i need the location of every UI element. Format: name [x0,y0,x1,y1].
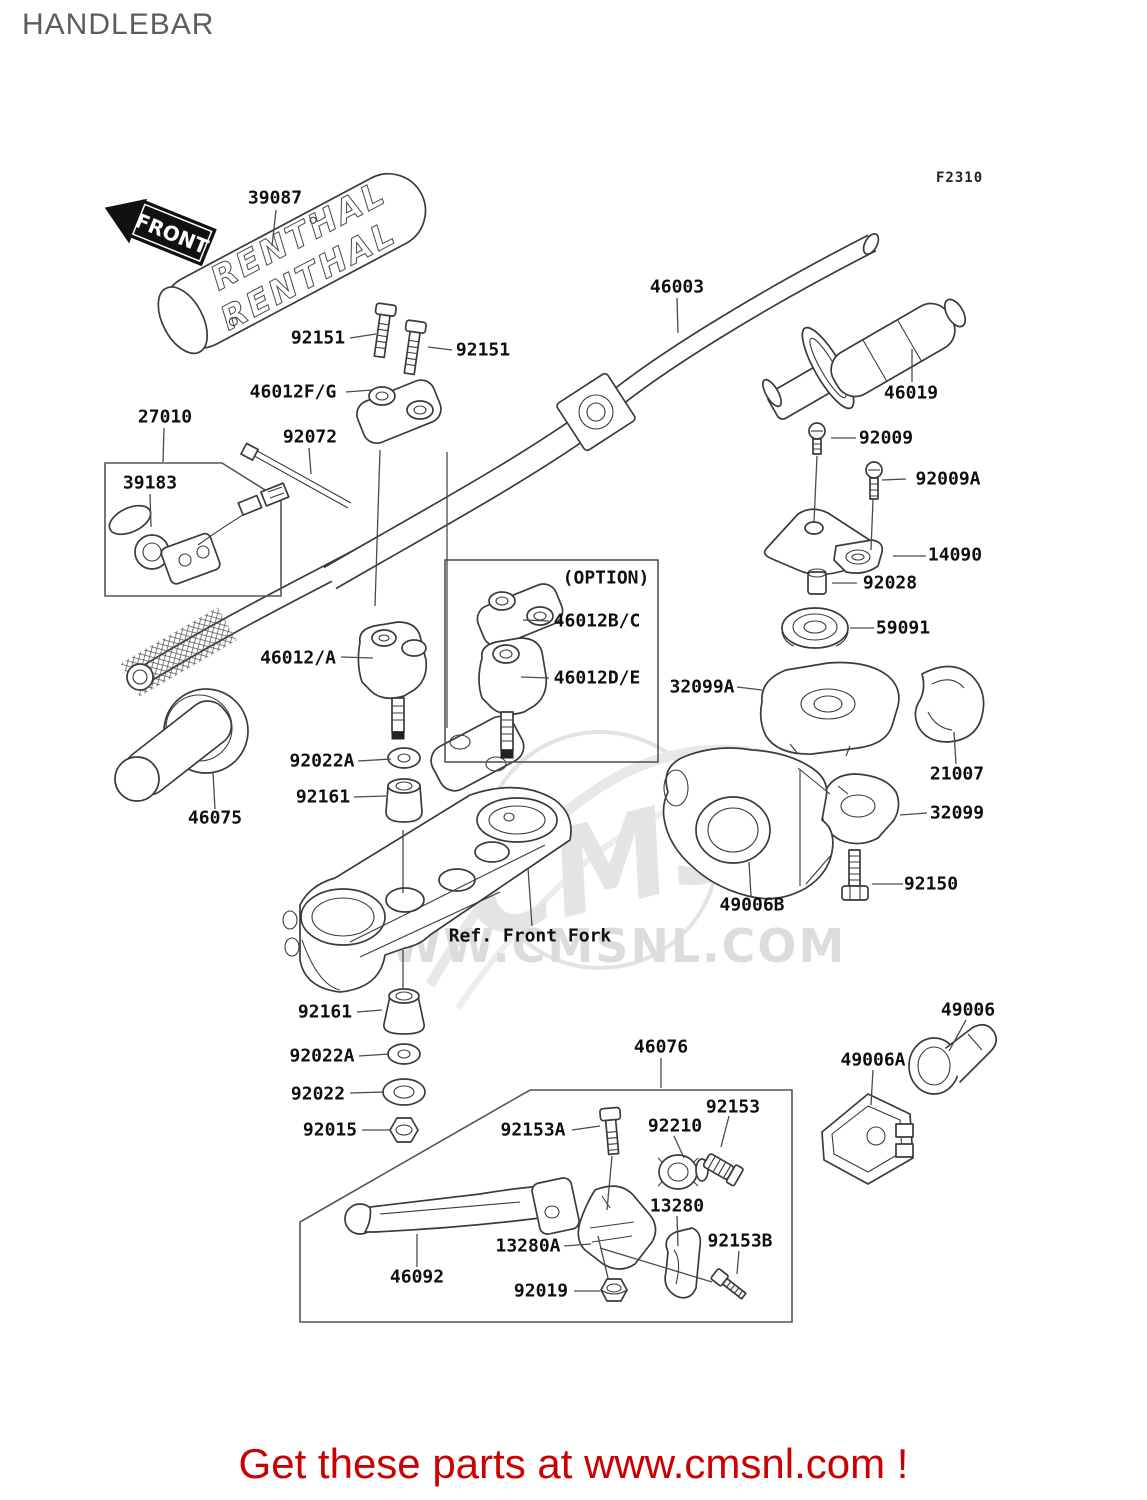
part-label-46003[interactable]: 46003 [649,276,705,298]
option-box-risers-drawing [444,559,659,763]
bolt-92150-drawing [841,849,869,901]
part-label-92150[interactable]: 92150 [903,873,959,895]
part-label-21007[interactable]: 21007 [929,763,985,785]
triple-clamp-ref-drawing [282,786,572,993]
throttle-housing-49006B-drawing [662,747,834,900]
throttle-cover-14090-drawing [763,508,884,576]
part-label-ref-front-fork: Ref. Front Fork [448,925,612,947]
part-label-46076[interactable]: 46076 [633,1036,689,1058]
washer-59091-drawing [781,607,849,649]
part-label-46012DE[interactable]: 46012D/E [553,667,641,689]
part-label-46012BC[interactable]: 46012B/C [553,610,641,632]
part-label-92153B[interactable]: 92153B [707,1230,773,1252]
part-label-92022[interactable]: 92022 [290,1083,346,1105]
washer-92022-drawing [382,1078,426,1106]
screw-92009A-drawing [865,461,883,500]
part-label-92210[interactable]: 92210 [647,1115,703,1137]
part-label-49006[interactable]: 49006 [940,999,996,1021]
switch-assy-27010-drawing [104,462,290,597]
part-label-92153A[interactable]: 92153A [500,1119,566,1141]
part-label-92151-right[interactable]: 92151 [455,339,511,361]
part-label-92028[interactable]: 92028 [862,572,918,594]
bushing-92028-drawing [807,568,827,595]
nut-92015-drawing [389,1117,419,1143]
page-title: HANDLEBAR [22,8,215,41]
housing-32099A-drawing [759,661,900,757]
bracket-49006A-drawing [821,1093,914,1185]
bolt-92151-right-drawing [403,319,427,376]
bolt-92153B-drawing [710,1268,747,1300]
riser-46012A-drawing [357,621,428,740]
cable-tie-92072-drawing [240,442,352,509]
nut-92019-drawing [600,1278,628,1302]
part-label-92153[interactable]: 92153 [705,1096,761,1118]
part-label-92072[interactable]: 92072 [282,426,338,448]
part-label-13280[interactable]: 13280 [649,1195,705,1217]
damper-92161-upper-drawing [385,778,423,823]
part-label-14090[interactable]: 14090 [927,544,983,566]
lever-46092-drawing [344,1177,580,1235]
part-label-46075[interactable]: 46075 [187,807,243,829]
clamp-13280-drawing [664,1227,702,1299]
throttle-cap-49006-drawing [908,1023,998,1095]
perch-13280A-drawing [577,1185,657,1270]
bracket-32099-drawing [821,773,900,845]
part-label-92161-2[interactable]: 92161 [297,1001,353,1023]
lever-box-drawing [299,1089,793,1323]
screw-92009-drawing [808,422,826,455]
part-label-option-note: (OPTION) [562,567,650,589]
part-label-39087[interactable]: 39087 [247,187,303,209]
part-label-39183[interactable]: 39183 [122,472,178,494]
adjuster-92153-drawing [702,1153,744,1187]
part-label-49006B[interactable]: 49006B [719,894,785,916]
damper-92161-lower-drawing [383,988,425,1035]
part-label-92009[interactable]: 92009 [858,427,914,449]
figure-code: F2310 [936,170,984,186]
part-label-46012FG[interactable]: 46012F/G [249,381,337,403]
part-label-92009A[interactable]: 92009A [915,468,981,490]
part-label-92151-left[interactable]: 92151 [290,327,346,349]
part-label-46019[interactable]: 46019 [883,382,939,404]
handlebar-46003-drawing [120,233,880,792]
grip-46075-drawing [114,688,249,802]
bolt-92153A-drawing [599,1106,622,1156]
part-label-92015[interactable]: 92015 [302,1119,358,1141]
part-label-13280A[interactable]: 13280A [495,1235,561,1257]
part-label-27010[interactable]: 27010 [137,406,193,428]
part-label-92019[interactable]: 92019 [513,1280,569,1302]
washer-92022A-upper-drawing [387,747,421,769]
footer-banner: Get these parts at www.cmsnl.com ! [238,1440,909,1487]
part-label-49006A[interactable]: 49006A [840,1049,906,1071]
part-label-46092[interactable]: 46092 [389,1266,445,1288]
part-label-92022A-1[interactable]: 92022A [289,750,355,772]
part-label-59091[interactable]: 59091 [875,617,931,639]
part-label-92022A-2[interactable]: 92022A [289,1045,355,1067]
bracket-21007-drawing [914,665,985,743]
leader-lines [149,209,967,1292]
part-label-32099A[interactable]: 32099A [669,676,735,698]
grip-46019-drawing [762,298,967,420]
part-label-92161-1[interactable]: 92161 [295,786,351,808]
part-label-46012A[interactable]: 46012/A [260,647,336,669]
part-label-32099[interactable]: 32099 [929,802,985,824]
bolt-92151-left-drawing [373,302,397,359]
adjuster-92210-drawing [657,1154,709,1190]
clamp-46012FG-drawing [356,379,442,445]
